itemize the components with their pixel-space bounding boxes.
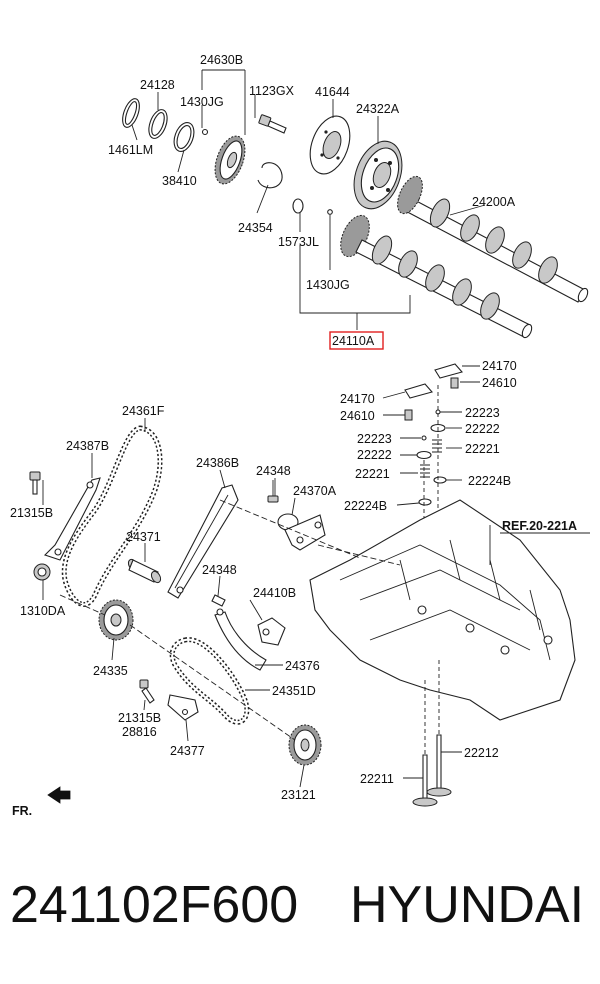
label-21315b: 21315B (118, 711, 161, 725)
label-fr: FR. (12, 804, 32, 818)
label-1123gx: 1123GX (249, 84, 295, 98)
label-24200a: 24200A (472, 195, 516, 209)
label-24128: 24128 (140, 78, 175, 92)
cylinder-head (309, 499, 590, 721)
label-ref-20-221a: REF.20-221A (502, 519, 577, 533)
label-24630b: 24630B (200, 53, 243, 67)
camshaft-24110a (340, 214, 533, 339)
tensioner-arm-24410b (214, 608, 286, 671)
part-number: 241102F600 (10, 876, 299, 934)
label-22224b: 22224B (468, 474, 511, 488)
label-22224b: 22224B (344, 499, 387, 513)
label-24377: 24377 (170, 744, 205, 758)
clip-24354 (257, 162, 283, 189)
label-24351d: 24351D (272, 684, 316, 698)
label-24361f: 24361F (122, 404, 165, 418)
label-28816: 28816 (122, 725, 157, 739)
label-24371: 24371 (126, 530, 161, 544)
highlight-box-24110a (329, 331, 384, 350)
label-38410: 38410 (162, 174, 197, 188)
label-22212: 22212 (464, 746, 499, 760)
exploded-parts-diagram: 24630B 24128 1430JG 1123GX 41644 24322A … (10, 53, 590, 818)
label-1430jg: 1430JG (306, 278, 350, 292)
sprocket-24630b (214, 135, 246, 185)
label-24348: 24348 (256, 464, 291, 478)
cvvt-24322a (353, 140, 403, 210)
label-24348: 24348 (202, 563, 237, 577)
tensioner-24371 (127, 558, 162, 584)
sprocket-24335 (98, 599, 134, 641)
label-22221: 22221 (355, 467, 390, 481)
label-24170: 24170 (482, 359, 517, 373)
label-24386b: 24386B (196, 456, 239, 470)
label-1430jg: 1430JG (180, 95, 224, 109)
label-22222: 22222 (357, 448, 392, 462)
valve-train (382, 363, 480, 610)
label-24335: 24335 (93, 664, 128, 678)
plate-41644 (309, 115, 351, 175)
label-21315b: 21315B (10, 506, 53, 520)
label-1310da: 1310DA (20, 604, 66, 618)
label-24110a: 24110A (332, 334, 375, 348)
label-23121: 23121 (281, 788, 316, 802)
label-24610: 24610 (482, 376, 517, 390)
bracket-24370a (277, 513, 326, 551)
valves (403, 660, 462, 807)
label-22223: 22223 (465, 406, 500, 420)
label-24354: 24354 (238, 221, 273, 235)
brand-name: HYUNDAI (350, 876, 585, 934)
front-arrow-icon (47, 786, 71, 804)
label-1573jl: 1573JL (278, 235, 319, 249)
label-24387b: 24387B (66, 439, 109, 453)
camshaft-assembly (122, 69, 589, 339)
label-1461lm: 1461LM (108, 143, 153, 157)
label-24410b: 24410B (253, 586, 296, 600)
label-41644: 41644 (315, 85, 350, 99)
label-24170: 24170 (340, 392, 375, 406)
crank-sprocket-23121 (288, 724, 322, 766)
label-22221: 22221 (465, 442, 500, 456)
timing-chain-system (29, 418, 401, 788)
caption: 241102F600 HYUNDAI (10, 875, 590, 945)
label-24322a: 24322A (356, 102, 400, 116)
bolt-1123gx (258, 114, 287, 134)
label-22223: 22223 (357, 432, 392, 446)
label-22211: 22211 (360, 772, 394, 786)
label-24370a: 24370A (293, 484, 337, 498)
guide-24387b (43, 477, 101, 561)
label-22222: 22222 (465, 422, 500, 436)
guide-24377 (167, 694, 199, 721)
label-24376: 24376 (285, 659, 320, 673)
camshaft-24200a (397, 175, 589, 303)
label-24610: 24610 (340, 409, 375, 423)
